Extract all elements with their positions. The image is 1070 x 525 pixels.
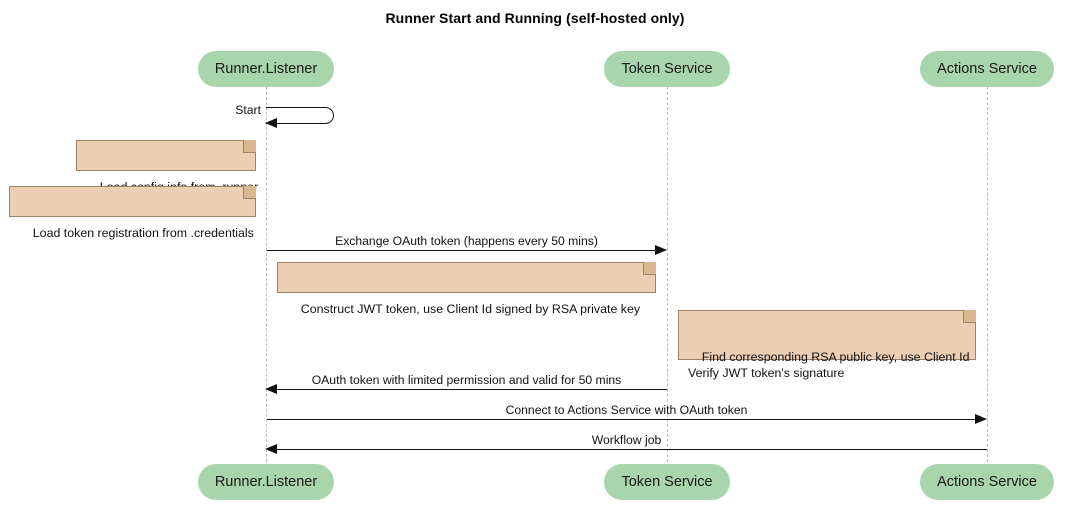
message-line-oauth-token-returned (277, 389, 667, 390)
note-construct-jwt-token: Construct JWT token, use Client Id signe… (277, 262, 656, 316)
message-line-exchange-oauth-token (267, 250, 656, 251)
page-title: Runner Start and Running (self-hosted on… (385, 10, 685, 26)
participant-actions-service-bottom[interactable]: Actions Service (920, 464, 1054, 500)
message-line-workflow-job (277, 449, 987, 450)
self-message-start-arrowhead (265, 118, 277, 128)
note-verify-jwt-signature: Find corresponding RSA public key, use C… (678, 310, 976, 380)
message-arrowhead-exchange-oauth-token (655, 245, 667, 255)
participant-runner-listener-bottom[interactable]: Runner.Listener (198, 464, 334, 500)
message-label-workflow-job: Workflow job (591, 433, 662, 447)
message-line-connect-actions-service (267, 419, 976, 420)
message-label-exchange-oauth-token: Exchange OAuth token (happens every 50 m… (335, 234, 598, 248)
participant-actions-service-top[interactable]: Actions Service (920, 51, 1054, 87)
self-message-start-loop (266, 107, 334, 124)
message-arrowhead-connect-actions-service (975, 414, 987, 424)
note-fold-corner-icon (963, 310, 976, 323)
message-arrowhead-workflow-job (265, 444, 277, 454)
participant-label: Token Service (621, 474, 713, 490)
note-text: Find corresponding RSA public key, use C… (688, 350, 970, 380)
participant-label: Actions Service (937, 474, 1037, 490)
note-fold-corner-icon (243, 140, 256, 153)
note-fold-corner-icon (643, 262, 656, 275)
participant-token-service-top[interactable]: Token Service (604, 51, 730, 87)
participant-token-service-bottom[interactable]: Token Service (604, 464, 730, 500)
message-label-oauth-token-returned: OAuth token with limited permission and … (311, 373, 622, 387)
note-load-token-registration: Load token registration from .credential… (9, 186, 256, 240)
note-load-config-info: Load config info from .runner (76, 140, 258, 194)
lifeline-token (667, 87, 668, 462)
note-text: Load token registration from .credential… (32, 226, 254, 240)
participant-label: Runner.Listener (214, 474, 318, 490)
participant-runner-listener-top[interactable]: Runner.Listener (198, 51, 334, 87)
participant-label: Actions Service (937, 61, 1037, 77)
participant-label: Runner.Listener (214, 61, 318, 77)
message-arrowhead-oauth-token-returned (265, 384, 277, 394)
message-label-start: Start (235, 103, 261, 117)
note-fold-corner-icon (243, 186, 256, 199)
lifeline-actions (987, 87, 988, 462)
participant-label: Token Service (621, 61, 713, 77)
note-text: Construct JWT token, use Client Id signe… (300, 302, 641, 316)
lifeline-runner (266, 87, 267, 462)
message-label-connect-actions-service: Connect to Actions Service with OAuth to… (505, 403, 748, 417)
